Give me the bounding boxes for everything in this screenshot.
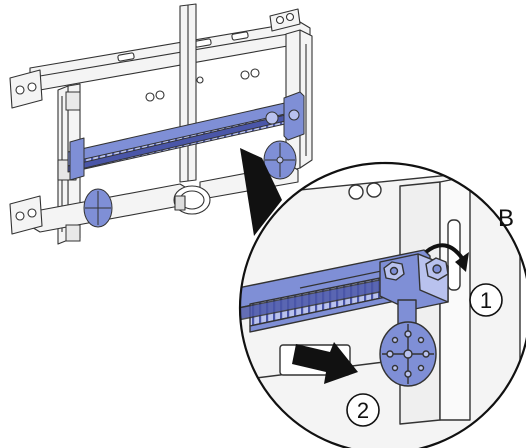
adjust-bolt-icon [425,257,449,281]
step-1-label: 1 [480,288,492,313]
zoom-detail-circle [238,161,526,448]
top-right-mounting-tab [269,8,301,32]
step-1-marker: 1 [469,283,503,317]
bottom-left-mounting-tab [9,195,43,235]
main-right-round-plate [263,140,297,180]
step-2-marker: 2 [346,393,380,427]
pipe-clamp [173,185,211,215]
top-left-mounting-tab [9,69,43,109]
push-arrow-icon [292,342,358,384]
main-blue-crossbar [67,91,305,228]
detail-bracket [379,253,449,311]
top-rail [29,21,311,91]
main-left-round-plate [83,188,113,228]
panel-label: B [498,205,514,232]
rotate-arrow-icon [424,243,469,272]
detail-round-plate [379,299,437,387]
hex-nut-icon [383,261,405,281]
vertical-post [179,3,204,183]
step-2-label: 2 [357,398,369,423]
zoom-callout-pointer [240,148,282,236]
